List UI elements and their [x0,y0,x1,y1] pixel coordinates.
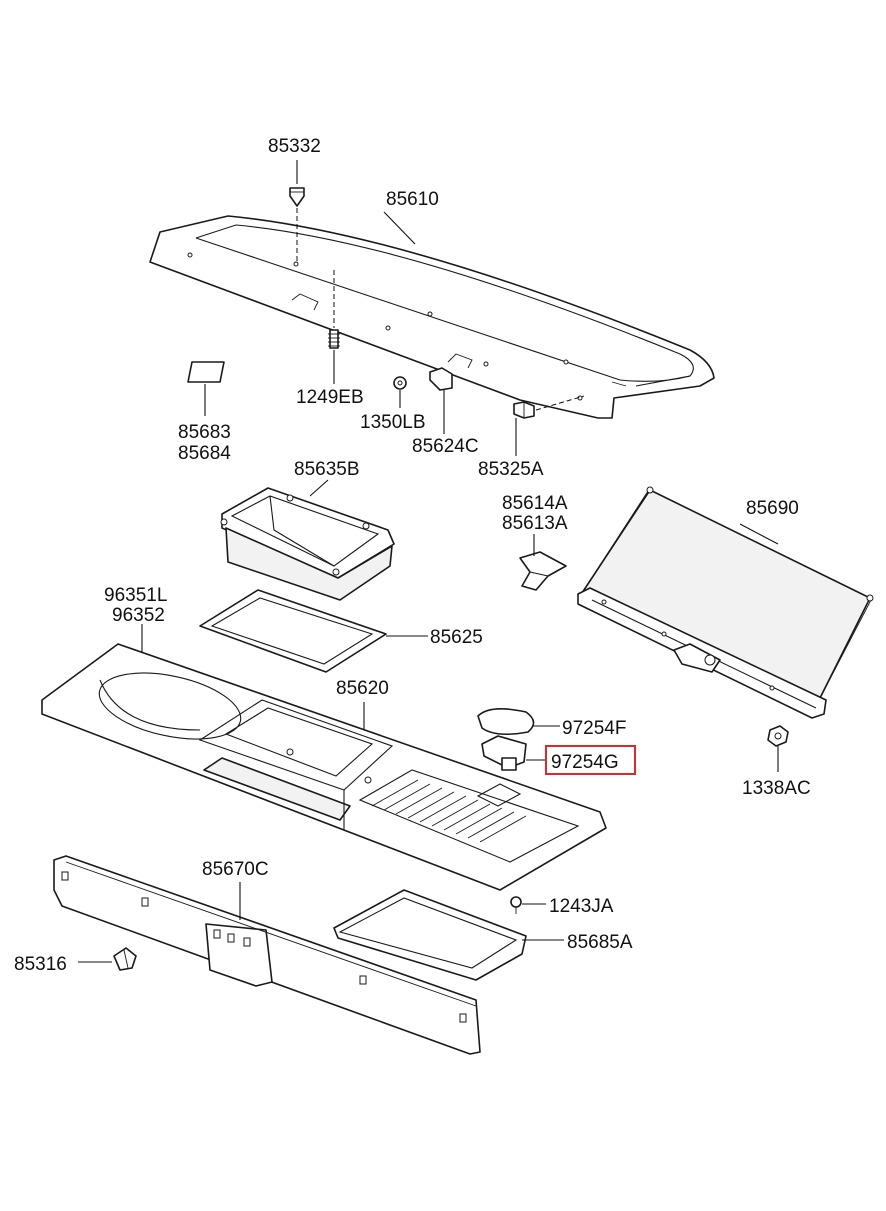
screw-1249EB[interactable] [328,329,340,349]
clip-85316[interactable] [113,947,137,971]
switch-97254G[interactable] [481,735,527,771]
label-85610: 85610 [386,189,439,210]
clip-85325A[interactable] [513,401,535,419]
label-85635B: 85635B [294,459,360,480]
hinge-85614A[interactable] [519,551,567,591]
bolt-1338AC[interactable] [767,725,789,747]
label-1350LB: 1350LB [360,412,426,433]
label-1338AC: 1338AC [742,778,811,799]
label-96351L: 96351L [104,585,167,606]
clip-85332[interactable] [289,187,305,207]
label-85325A: 85325A [478,459,544,480]
label-1243JA: 1243JA [549,896,614,917]
label-patch-85683[interactable] [187,361,225,383]
console-tray-85620[interactable] [41,643,607,891]
cover-plate-85685A[interactable] [333,889,527,981]
rear-panel-85670C[interactable] [53,855,481,1055]
label-85614A: 85614A [502,493,568,514]
label-85613A: 85613A [502,513,568,534]
bracket-85624C[interactable] [429,367,453,391]
label-85620: 85620 [336,678,389,699]
package-tray-85610[interactable] [149,215,715,419]
storage-box-85635B[interactable] [220,487,395,601]
screw-1243JA[interactable] [510,896,522,914]
label-96352: 96352 [112,605,165,626]
label-85624C: 85624C [412,436,479,457]
label-85690: 85690 [746,498,799,519]
label-85685A: 85685A [567,932,633,953]
label-97254G: 97254G [551,752,619,773]
label-85625: 85625 [430,627,483,648]
label-85316: 85316 [14,954,67,975]
nut-1350LB[interactable] [393,376,407,390]
label-85670C: 85670C [202,859,269,880]
highlight-box-97254G [545,745,636,775]
label-1249EB: 1249EB [296,387,364,408]
mat-85625[interactable] [199,589,387,673]
label-85684: 85684 [178,443,231,464]
cargo-cover-85690[interactable] [577,486,874,719]
label-85332: 85332 [268,136,321,157]
label-85683: 85683 [178,422,231,443]
label-97254F: 97254F [562,718,626,739]
cover-97254F[interactable] [477,708,535,736]
